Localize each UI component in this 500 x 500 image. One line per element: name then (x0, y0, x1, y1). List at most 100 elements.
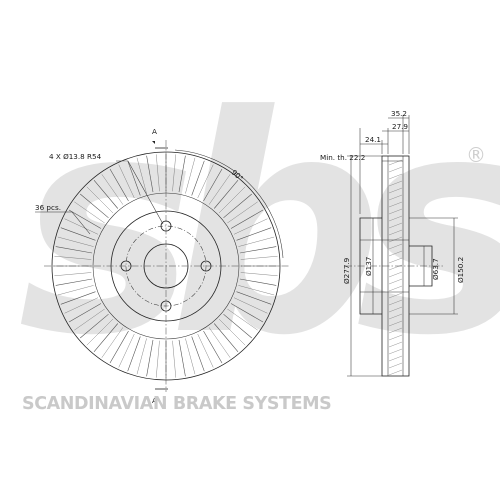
vent-line (86, 186, 114, 214)
vent-line (118, 164, 135, 199)
vent-line (191, 336, 205, 372)
vent-line (86, 318, 114, 346)
front-view: A A 4 X Ø13.8 R54 36 pcs. 90° (35, 127, 290, 405)
vent-line (227, 308, 258, 331)
vent-line (156, 154, 160, 192)
min-thickness-label: Min. th. 22.2 (320, 153, 365, 162)
dim-width-3: 24.1 (365, 135, 381, 144)
vent-line (197, 164, 214, 199)
hatch-line (388, 201, 403, 208)
vent-line (64, 297, 99, 314)
hatch-line (388, 292, 403, 299)
vent-line (172, 154, 176, 192)
section-marker-bottom: A (152, 396, 157, 405)
vent-line (233, 218, 268, 235)
hatch-line (388, 187, 403, 194)
vent-line (178, 155, 186, 193)
vent-line (208, 327, 231, 358)
vent-line (230, 209, 264, 229)
hatch-line (388, 180, 403, 187)
vent-line (74, 308, 105, 331)
vent-line (239, 278, 277, 286)
vent-line (60, 227, 96, 241)
vent-line (80, 193, 109, 219)
vent-line (54, 256, 92, 260)
vent-line (178, 339, 186, 377)
vent-line (213, 323, 239, 352)
vents-label: 36 pcs. (35, 203, 61, 212)
vent-line (233, 297, 268, 314)
hatch-line (388, 348, 403, 355)
vent-line (127, 160, 141, 196)
vent-line (240, 256, 278, 260)
hatch-line (388, 229, 403, 236)
vent-line (93, 323, 119, 352)
hatch-line (388, 173, 403, 180)
vent-line (146, 155, 154, 193)
vent-line (64, 218, 99, 235)
brand-tagline: SCANDINAVIAN BRAKE SYSTEMS (22, 394, 331, 414)
hatch-line (388, 250, 403, 257)
vent-line (236, 291, 272, 305)
hatch-line (388, 355, 403, 362)
bolt-hole (160, 300, 172, 312)
vent-line (109, 168, 129, 202)
section-arrow-top (152, 141, 155, 144)
vent-line (127, 336, 141, 372)
hatch-line (388, 236, 403, 243)
registered-mark: ® (466, 143, 486, 167)
vent-line (239, 246, 277, 254)
vent-line (172, 340, 176, 378)
vent-hatching (388, 159, 403, 376)
vent-line (223, 313, 252, 339)
dim-total-width: 35.2 (391, 109, 407, 118)
dim-outer-diameter: Ø277.9 (342, 257, 351, 284)
hatch-line (388, 306, 403, 313)
vent-line (136, 338, 147, 375)
hatch-line (388, 222, 403, 229)
vent-line (203, 330, 223, 364)
hatch-line (388, 208, 403, 215)
vent-line (101, 174, 124, 205)
vent-line (227, 201, 258, 224)
hatch-line (388, 271, 403, 278)
hatch-line (388, 215, 403, 222)
vents-leader (35, 211, 91, 235)
hatch-line (388, 320, 403, 327)
vent-line (146, 339, 154, 377)
center-bore-section (409, 245, 433, 287)
vent-line (74, 201, 105, 224)
vent-line (80, 313, 109, 339)
vent-line (55, 278, 93, 286)
vent-line (238, 236, 275, 247)
hatch-line (388, 243, 403, 250)
hatch-line (388, 313, 403, 320)
vent-line (118, 333, 135, 368)
dim-diameter-137: Ø137 (364, 257, 373, 276)
vent-line (223, 193, 252, 219)
vent-line (197, 333, 214, 368)
vent-line (68, 209, 102, 229)
hatch-line (388, 341, 403, 348)
brand-logo-watermark: sbs (18, 52, 500, 401)
hatch-line (388, 194, 403, 201)
vent-line (236, 227, 272, 241)
hatch-line (388, 327, 403, 334)
vent-line (185, 338, 196, 375)
hatch-line (388, 278, 403, 285)
vent-line (55, 246, 93, 254)
vent-line (185, 157, 196, 194)
vent-line (57, 236, 94, 247)
vent-line (191, 160, 205, 196)
side-view: 35.2 27.9 24.1 Min. th. 22.2 Ø277.9 Ø137… (320, 109, 465, 377)
vent-line (101, 327, 124, 358)
hatch-line (388, 285, 403, 292)
vent-line (54, 272, 92, 276)
vent-line (240, 272, 278, 276)
vent-line (60, 291, 96, 305)
vent-line (156, 340, 160, 378)
vent-line (203, 168, 223, 202)
holes-leader (116, 160, 164, 225)
vent-line (213, 180, 239, 209)
